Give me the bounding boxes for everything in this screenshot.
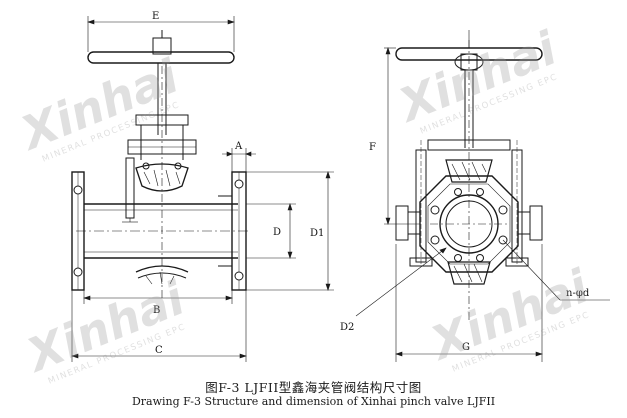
label-D1: D1	[310, 228, 324, 239]
left-flange-right	[218, 171, 247, 291]
watermark-3: Xinhai MINERAL PROCESSING EPC	[17, 270, 193, 386]
watermark-logo-text: Xinhai	[17, 270, 193, 383]
caption-chinese: 图F-3 LJFII型鑫海夹管阀结构尺寸图	[205, 380, 422, 395]
dim-D	[246, 203, 296, 259]
right-lower-jaw	[447, 261, 491, 285]
label-A: A	[234, 141, 243, 152]
watermark-1: Xinhai MINERAL PROCESSING EPC	[11, 48, 187, 164]
watermark-4: Xinhai MINERAL PROCESSING EPC	[421, 258, 597, 374]
right-view	[355, 30, 610, 362]
left-upper-jaw	[135, 162, 189, 192]
dim-D1	[246, 171, 334, 291]
label-F: F	[369, 142, 376, 153]
left-pipe-body	[76, 203, 250, 259]
watermark-logo-text: Xinhai	[389, 20, 565, 133]
right-bolt-holes	[430, 188, 508, 262]
right-valve-body	[419, 175, 519, 273]
left-flange-left	[71, 171, 85, 291]
dim-C	[71, 290, 247, 362]
label-D2: D2	[340, 322, 354, 333]
right-frame	[409, 139, 529, 267]
dim-F	[384, 47, 420, 225]
left-lower-jaw	[135, 265, 189, 285]
dim-G	[395, 244, 543, 362]
dimension-labels: E A D D1 B C F G D2 n-φd	[152, 11, 590, 356]
left-view	[71, 16, 334, 362]
label-B: B	[153, 305, 160, 316]
watermark-logo-text: Xinhai	[421, 258, 597, 371]
dim-D2-leader	[355, 247, 447, 317]
dim-n-phi-d-leader	[502, 239, 610, 301]
dim-A	[222, 148, 256, 172]
label-G: G	[462, 342, 470, 353]
label-n-phi-d: n-φd	[566, 288, 590, 299]
left-stem	[157, 63, 167, 300]
right-upper-jaw	[445, 159, 493, 183]
right-bore	[430, 194, 508, 254]
left-handwheel	[87, 30, 235, 64]
label-D: D	[273, 227, 281, 238]
caption-english: Drawing F-3 Structure and dimension of X…	[131, 395, 496, 408]
dim-B	[83, 290, 233, 304]
right-side-lugs	[395, 205, 543, 241]
label-C: C	[155, 345, 163, 356]
right-stem	[464, 40, 474, 320]
label-E: E	[152, 11, 159, 22]
watermark-logo-text: Xinhai	[11, 48, 187, 161]
dim-E	[87, 16, 235, 52]
left-yoke	[122, 114, 197, 223]
watermark-2: Xinhai MINERAL PROCESSING EPC	[389, 20, 565, 136]
